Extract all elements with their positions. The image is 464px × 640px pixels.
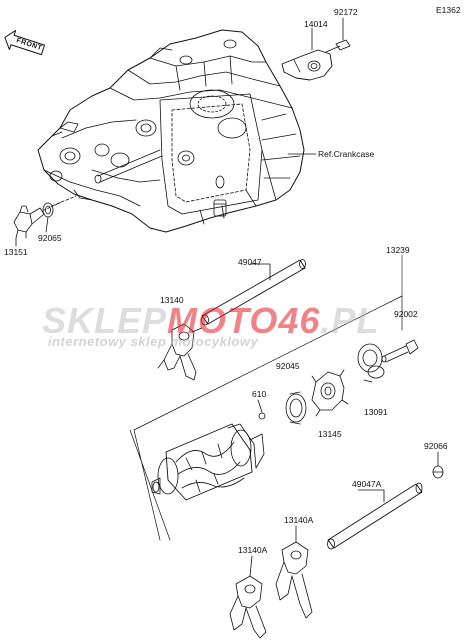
ref-crankcase-label[interactable]: Ref.Crankcase [318, 149, 375, 159]
part-13151-switch[interactable] [13, 205, 45, 247]
part-49047-shaft[interactable] [201, 259, 306, 326]
label-13151[interactable]: 13151 [4, 247, 28, 257]
watermark-text-b: MOTO [167, 300, 279, 341]
watermark-text-a: SKLEP [42, 300, 168, 341]
label-92065[interactable]: 92065 [38, 233, 62, 243]
assembly-frame [129, 295, 403, 541]
part-13239-cam-drum[interactable] [151, 423, 265, 501]
part-92172-bolt[interactable] [325, 17, 351, 53]
label-13140A-right[interactable]: 13140A [284, 515, 314, 525]
part-49047A-shaft[interactable] [327, 482, 423, 550]
watermark-logo: SKLEPMOTO46.PL [42, 300, 379, 342]
label-610[interactable]: 610 [252, 389, 267, 399]
front-arrow-icon [4, 29, 45, 56]
label-92172[interactable]: 92172 [334, 7, 358, 17]
label-13145[interactable]: 13145 [318, 429, 342, 439]
part-14014-bracket[interactable] [281, 27, 333, 81]
label-13091[interactable]: 13091 [364, 407, 388, 417]
watermark-text-c: 46 [278, 300, 321, 341]
label-92002[interactable]: 92002 [394, 309, 418, 319]
part-13140A-fork-right[interactable] [275, 525, 313, 619]
part-13140A-fork-left[interactable] [229, 555, 267, 639]
part-92066-cap[interactable] [432, 451, 444, 479]
part-92045-bearing[interactable] [285, 391, 307, 425]
diagram-id: E1362 [436, 5, 461, 15]
part-13145-plate[interactable] [311, 369, 349, 417]
part-92065-washer[interactable] [42, 202, 54, 233]
watermark-text-d: .PL [320, 300, 380, 341]
part-610-pin[interactable] [257, 399, 266, 420]
label-14014[interactable]: 14014 [304, 19, 328, 29]
watermark-subtitle: internetowy sklep motocyklowy [48, 334, 259, 349]
part-92002-bolt[interactable] [381, 339, 419, 363]
label-13140A-left[interactable]: 13140A [238, 545, 268, 555]
label-92066[interactable]: 92066 [424, 441, 448, 451]
part-13140-fork[interactable] [157, 323, 203, 381]
label-49047[interactable]: 49047 [238, 257, 262, 267]
crankcase-illustration [37, 29, 317, 233]
label-92045[interactable]: 92045 [276, 361, 300, 371]
part-13091-star-cam[interactable] [357, 343, 385, 383]
label-13140[interactable]: 13140 [160, 295, 184, 305]
label-49047A[interactable]: 49047A [352, 479, 382, 489]
label-13239[interactable]: 13239 [386, 245, 410, 255]
